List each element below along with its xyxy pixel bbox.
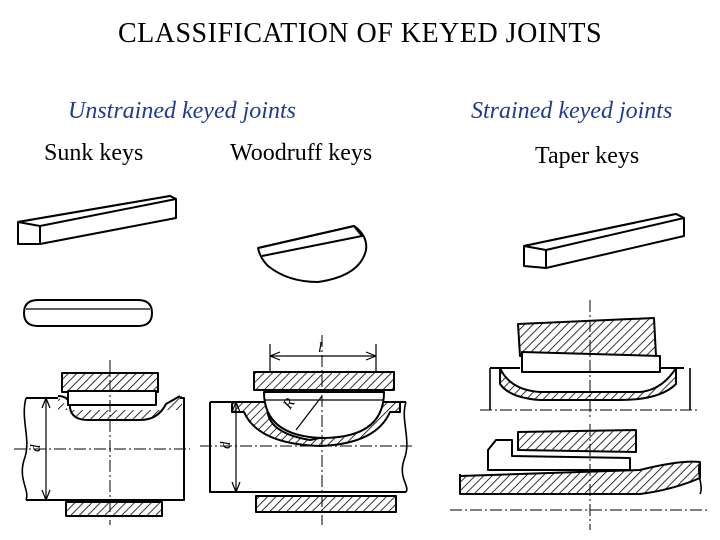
taper-key-3d	[523, 213, 685, 269]
group-label-strained: Strained keyed joints	[471, 98, 673, 124]
column-label-woodruff-keys: Woodruff keys	[230, 140, 373, 166]
woodruff-key-3d	[257, 225, 368, 283]
group-label-unstrained: Unstrained keyed joints	[68, 98, 296, 124]
sunk-key-3d	[17, 195, 177, 245]
sunk-key-assembly	[14, 360, 190, 525]
taper-key-assembly-gib-head	[450, 424, 710, 530]
taper-key-assembly-side	[480, 300, 700, 420]
woodruff-key-length-label: l	[318, 340, 322, 356]
sunk-key-plan-view	[23, 299, 153, 327]
column-label-sunk-keys: Sunk keys	[44, 140, 144, 166]
woodruff-shaft-diameter-label: d	[218, 441, 234, 449]
slide-title: CLASSIFICATION OF KEYED JOINTS	[117, 18, 603, 49]
woodruff-key-assembly	[200, 335, 412, 525]
column-label-taper-keys: Taper keys	[535, 143, 640, 169]
sunk-shaft-diameter-label: d	[28, 444, 44, 452]
